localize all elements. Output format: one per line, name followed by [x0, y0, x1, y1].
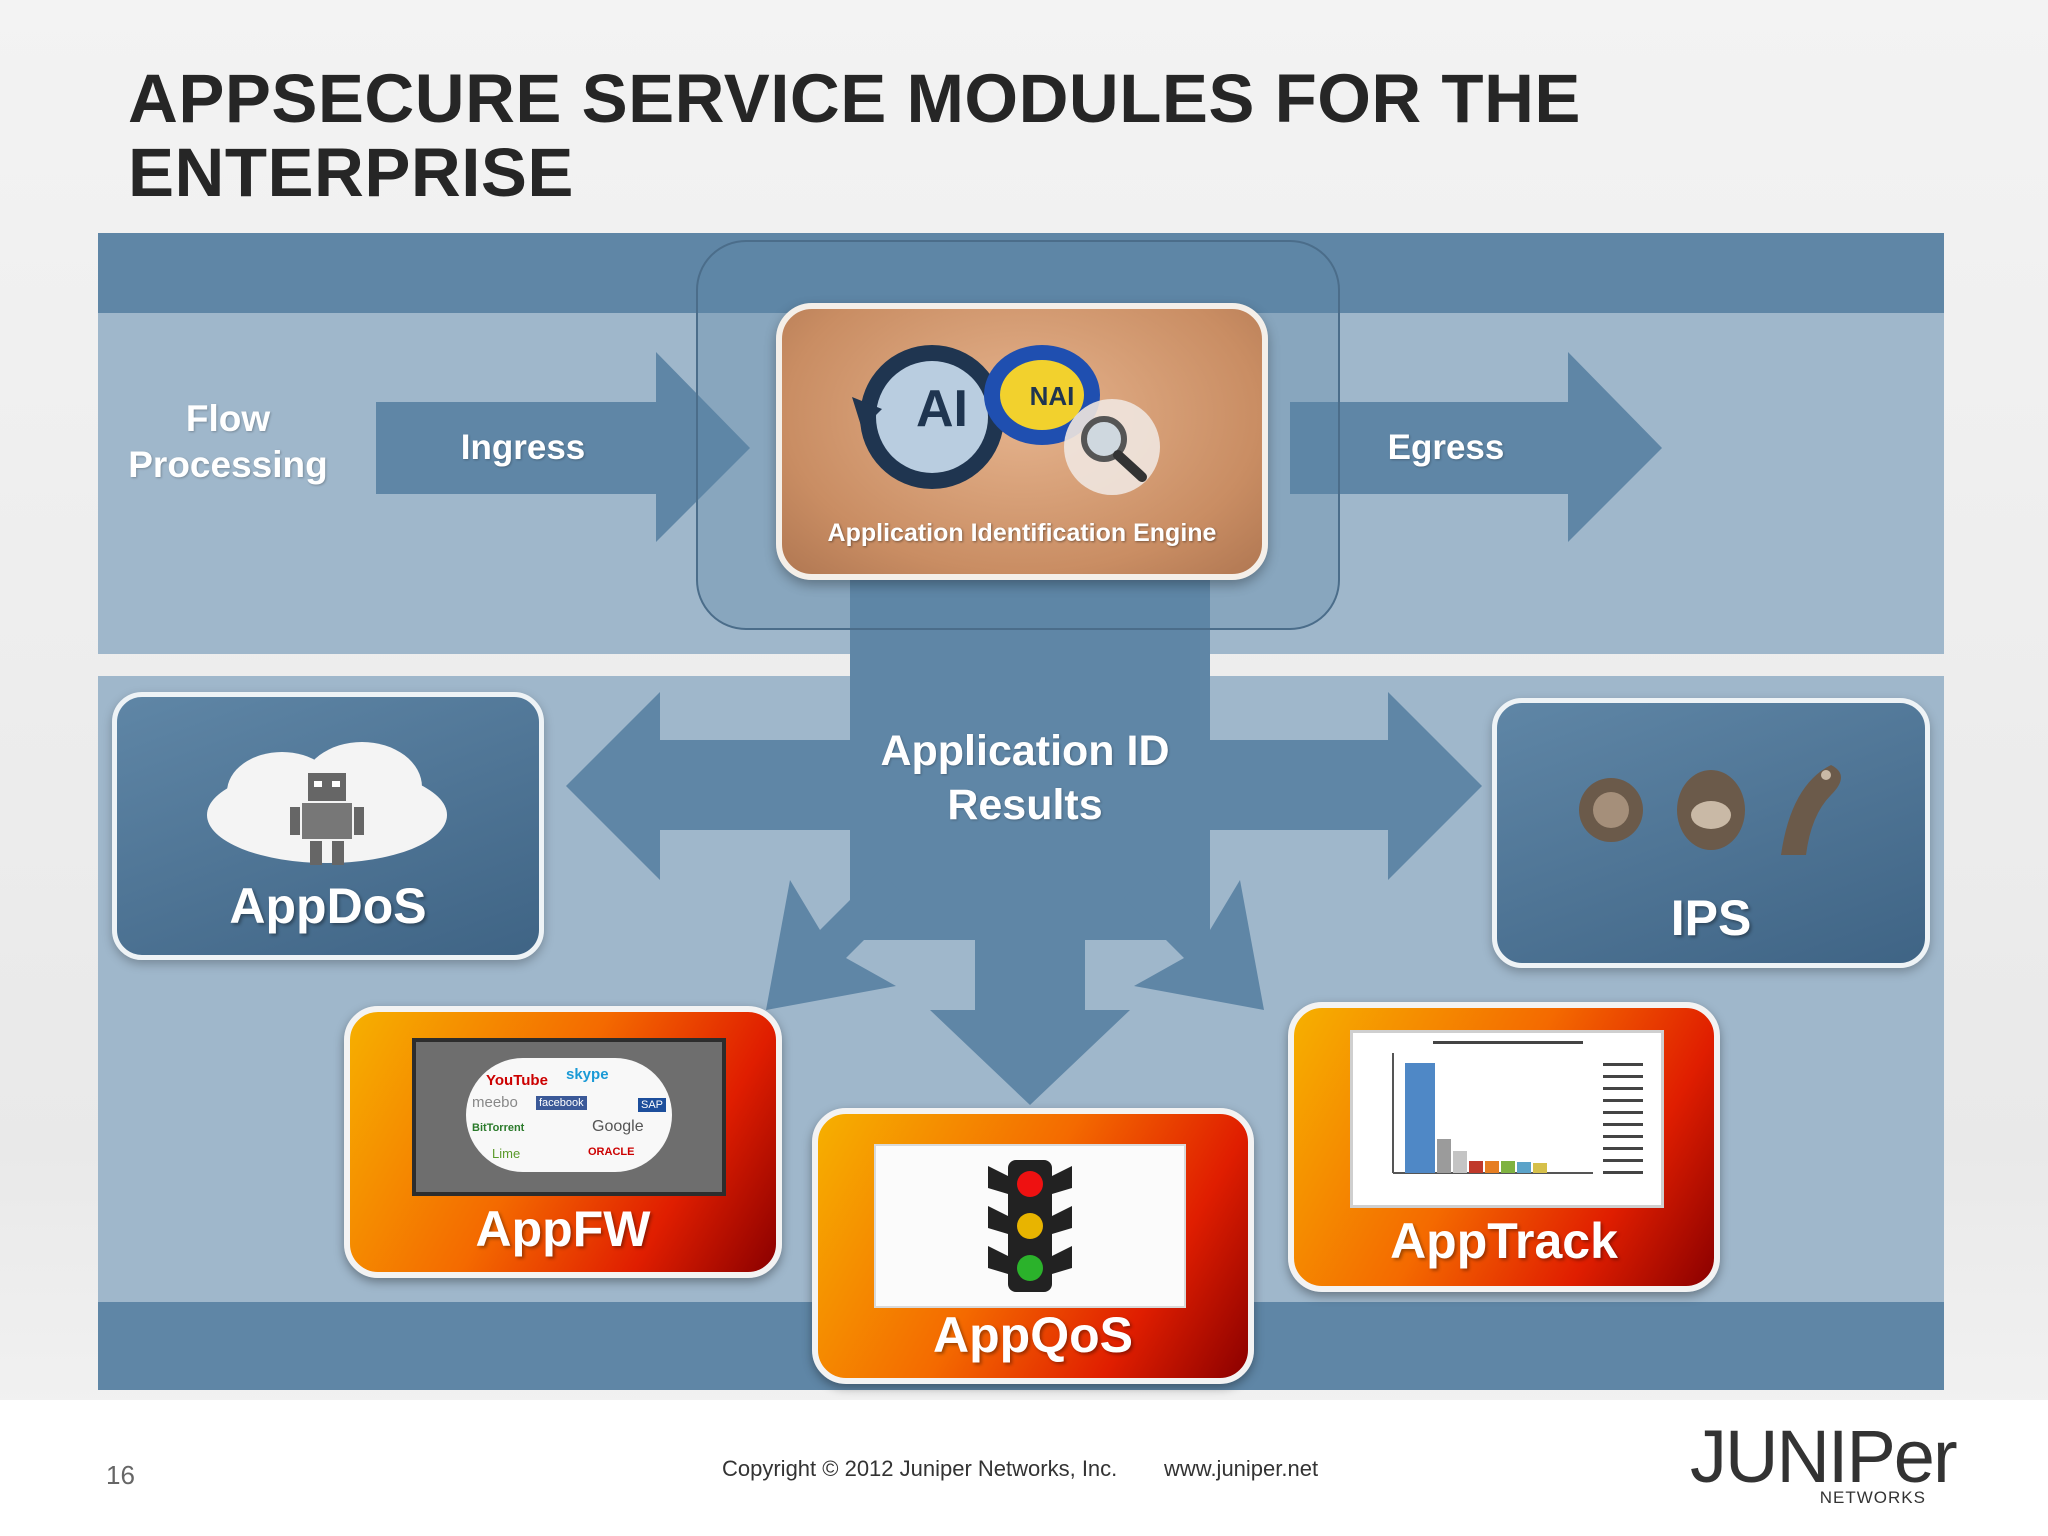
appdos-module: AppDoS — [112, 692, 544, 960]
page-number: 16 — [106, 1460, 135, 1490]
apptrack-report-image — [1350, 1030, 1664, 1208]
nai-badge: NAI — [1029, 381, 1075, 411]
ai-badge: AI — [916, 380, 968, 438]
app-logo-cloud — [466, 1058, 672, 1172]
appqos-label: AppQoS — [933, 1307, 1133, 1363]
ai-nai-icon — [852, 345, 1160, 495]
ips-module: IPS — [1492, 698, 1930, 968]
arrow-to-apptrack — [1124, 870, 1264, 1010]
logo-google: Google — [592, 1118, 644, 1135]
ips-label: IPS — [1670, 890, 1752, 946]
slide-title: APPSECURE SERVICE MODULES FOR THE ENTERP… — [128, 60, 1581, 211]
flow-band-header — [98, 233, 1944, 313]
flow-processing-label: Flow Processing — [128, 398, 328, 485]
apptrack-label: AppTrack — [1390, 1213, 1618, 1269]
logo-sap: SAP — [638, 1098, 667, 1112]
report-bar-chart — [1392, 1041, 1643, 1174]
juniper-logo-subtext: NETWORKS — [1819, 1488, 1926, 1507]
appfw-label: AppFW — [475, 1201, 651, 1257]
appqos-module: AppQoS — [812, 1108, 1254, 1384]
cloud-robot-icon — [207, 742, 447, 865]
ingress-label: Ingress — [460, 428, 586, 467]
arrow-to-appqos — [930, 930, 1130, 1105]
arrow-to-appdos — [566, 692, 850, 880]
copyright-text: Copyright © 2012 Juniper Networks, Inc. — [722, 1456, 1118, 1481]
appfw-firewall-image: YouTube skype meebo facebook BitTorrent … — [412, 1038, 726, 1196]
egress-arrow — [1290, 352, 1662, 542]
application-identification-engine: AI NAI Application Identification Engine — [776, 303, 1268, 580]
appqos-image — [874, 1144, 1186, 1308]
apptrack-module: AppTrack — [1288, 1002, 1720, 1292]
logo-oracle: ORACLE — [588, 1146, 635, 1158]
appfw-module: YouTube skype meebo facebook BitTorrent … — [344, 1006, 782, 1278]
website-link[interactable]: www.juniper.net — [1164, 1456, 1319, 1481]
logo-facebook: facebook — [536, 1096, 587, 1110]
engine-label: Application Identification Engine — [827, 519, 1217, 547]
logo-bittorrent: BitTorrent — [472, 1122, 525, 1134]
appdos-label: AppDoS — [229, 878, 427, 934]
logo-youtube: YouTube — [486, 1072, 548, 1089]
arrow-to-appfw — [766, 870, 906, 1010]
arrow-to-ips — [1210, 692, 1482, 880]
robot-icon — [290, 773, 364, 865]
logo-skype: skype — [566, 1066, 609, 1083]
ingress-arrow — [376, 352, 750, 542]
application-id-results-label: Application ID Results — [880, 727, 1170, 829]
malware-bugs-icon — [1579, 765, 1841, 855]
logo-lime: Lime — [492, 1146, 521, 1161]
magnifier-icon — [1081, 416, 1147, 482]
egress-label: Egress — [1387, 428, 1505, 467]
logo-meebo: meebo — [472, 1094, 518, 1111]
traffic-light-icon — [988, 1160, 1072, 1292]
juniper-logo: JUNIPer — [1690, 1415, 1958, 1498]
footer — [0, 1400, 2048, 1536]
